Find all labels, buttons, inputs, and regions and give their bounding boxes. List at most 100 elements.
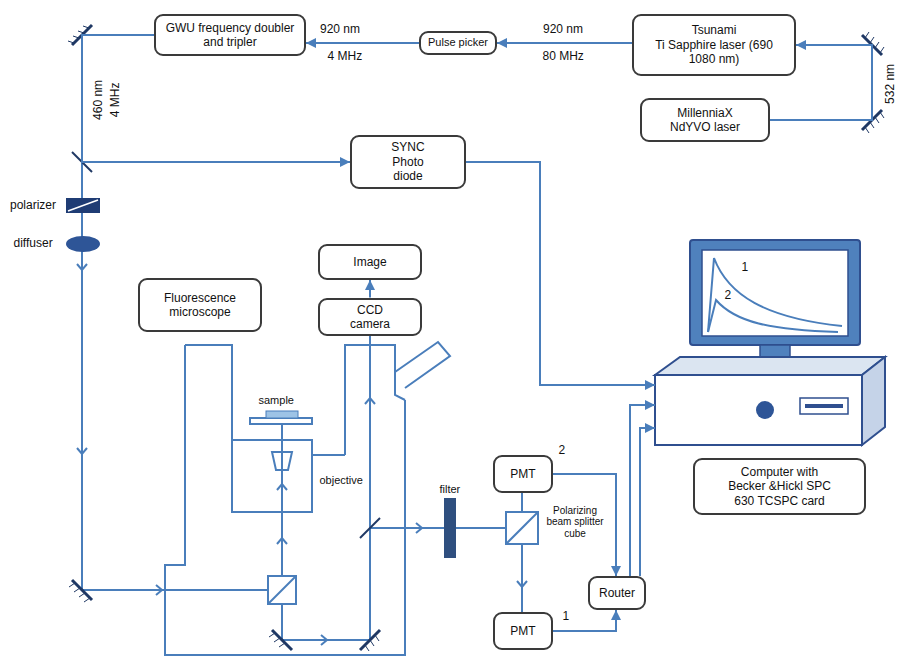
filter-plate (444, 498, 456, 558)
component-label: objective (320, 474, 363, 487)
beam-splitter-diagonal (506, 512, 538, 544)
image-box: Image (318, 244, 422, 280)
arrowhead (365, 280, 375, 290)
beam-connector (640, 423, 655, 576)
objective-housing (232, 440, 312, 512)
card-box: Computer with Becker &Hickl SPC 630 TCSP… (693, 458, 866, 515)
beam-connector (553, 610, 621, 631)
sample-slide (266, 411, 298, 418)
box-label: GWU frequency doubler and tripler (163, 21, 297, 50)
emission-beam (370, 527, 506, 529)
beam-arrow (277, 538, 287, 544)
channel-number: 1 (563, 610, 570, 624)
polarizer-axis (68, 200, 98, 211)
mirror-hatch (69, 583, 90, 602)
monitor-frame (690, 240, 860, 345)
arrowhead (796, 40, 806, 50)
beam-arrow (321, 635, 327, 645)
box-label: Router (599, 586, 635, 600)
diffuser-symbol (66, 236, 100, 252)
arrowhead (497, 38, 507, 48)
beam-arrow (277, 484, 287, 490)
microscope-arm (185, 345, 232, 440)
power-button (756, 401, 774, 419)
mirror-hatch (865, 32, 884, 53)
beam-arrow (156, 585, 162, 595)
mirror-hatch (365, 635, 379, 651)
beam-arrow (365, 398, 375, 404)
microscope-label-box: Fluorescence microscope (138, 278, 262, 332)
drive-slit (805, 404, 843, 408)
mirror (360, 630, 380, 650)
dichroic-mirror (268, 576, 296, 604)
photodiode-box: SYNC Photo diode (350, 135, 466, 188)
channel-number: 2 (559, 444, 566, 458)
component-label: sample (259, 394, 294, 407)
connector-line (466, 162, 655, 385)
connector-line (306, 42, 419, 44)
box-label: CCD camera (342, 303, 398, 332)
camera-tube (345, 345, 405, 455)
camera-box: CCD camera (318, 298, 422, 337)
beam-arrow (77, 448, 87, 454)
beam-connector (466, 162, 655, 390)
frequency-converter-box: GWU frequency doubler and tripler (154, 14, 306, 56)
trace-number: 1 (740, 261, 751, 275)
arrowhead (611, 566, 621, 576)
box-label: Ti Sapphire laser (690 1080 nm) (654, 38, 774, 67)
trace-number: 2 (723, 289, 734, 303)
box-label: Computer with Becker &Hickl SPC 630 TCSP… (724, 465, 836, 508)
beam-connector (306, 38, 419, 48)
arrowhead (611, 610, 621, 620)
emission-beam (521, 544, 523, 612)
pulse-picker-box: Pulse picker (419, 31, 497, 54)
beam-arrow (517, 581, 527, 587)
wavelength-label: 920 nm (543, 23, 583, 37)
drive-slot (800, 398, 848, 414)
beam-connector (365, 280, 375, 298)
rate-label: 4 MHz (109, 83, 123, 118)
objective-lens (272, 452, 292, 470)
excitation-beam (281, 424, 283, 576)
eyepiece (395, 342, 450, 388)
excitation-beam (82, 162, 268, 590)
arrowhead (306, 38, 316, 48)
case-side (862, 357, 885, 445)
mirror-hatch (269, 633, 285, 647)
laser-box: TsunamiTi Sapphire laser (690 1080 nm) (632, 14, 796, 76)
polarizer-symbol (66, 198, 100, 213)
arrowhead (645, 400, 655, 410)
beam-connector (497, 38, 632, 48)
case-top (655, 357, 885, 375)
box-label: PMT (510, 624, 535, 638)
beam-connector (630, 400, 655, 576)
case-front (655, 375, 862, 445)
beam-arrow (77, 264, 87, 270)
arrowhead (645, 380, 655, 390)
microscope-body (165, 342, 450, 655)
detector-box: PMT (493, 612, 553, 650)
microscope-frame (312, 454, 345, 456)
beam-arrow (416, 523, 422, 533)
connector-line (640, 428, 655, 576)
beam-arrows (77, 264, 527, 645)
component-label: filter (440, 483, 461, 496)
wavelength-label: 460 nm (92, 80, 106, 120)
computer-box: Computer with Becker &Hickl SPC 630 TCSP… (655, 238, 887, 516)
light-beams (82, 162, 522, 640)
connector-line (630, 405, 655, 576)
beam-splitter-cube (506, 512, 538, 544)
component-label: polarizer (10, 199, 56, 213)
arrowhead (340, 157, 350, 167)
emission-beam (521, 493, 523, 512)
box-label: PMT (510, 467, 535, 481)
component-label: diffuser (14, 237, 53, 251)
component-label: Polarizing beam splitter cube (542, 505, 608, 540)
microscope-frame (165, 345, 405, 655)
box-label: Fluorescence microscope (146, 291, 254, 320)
rate-label: 80 MHz (543, 50, 584, 64)
wavelength-label: 532 nm (884, 64, 898, 104)
